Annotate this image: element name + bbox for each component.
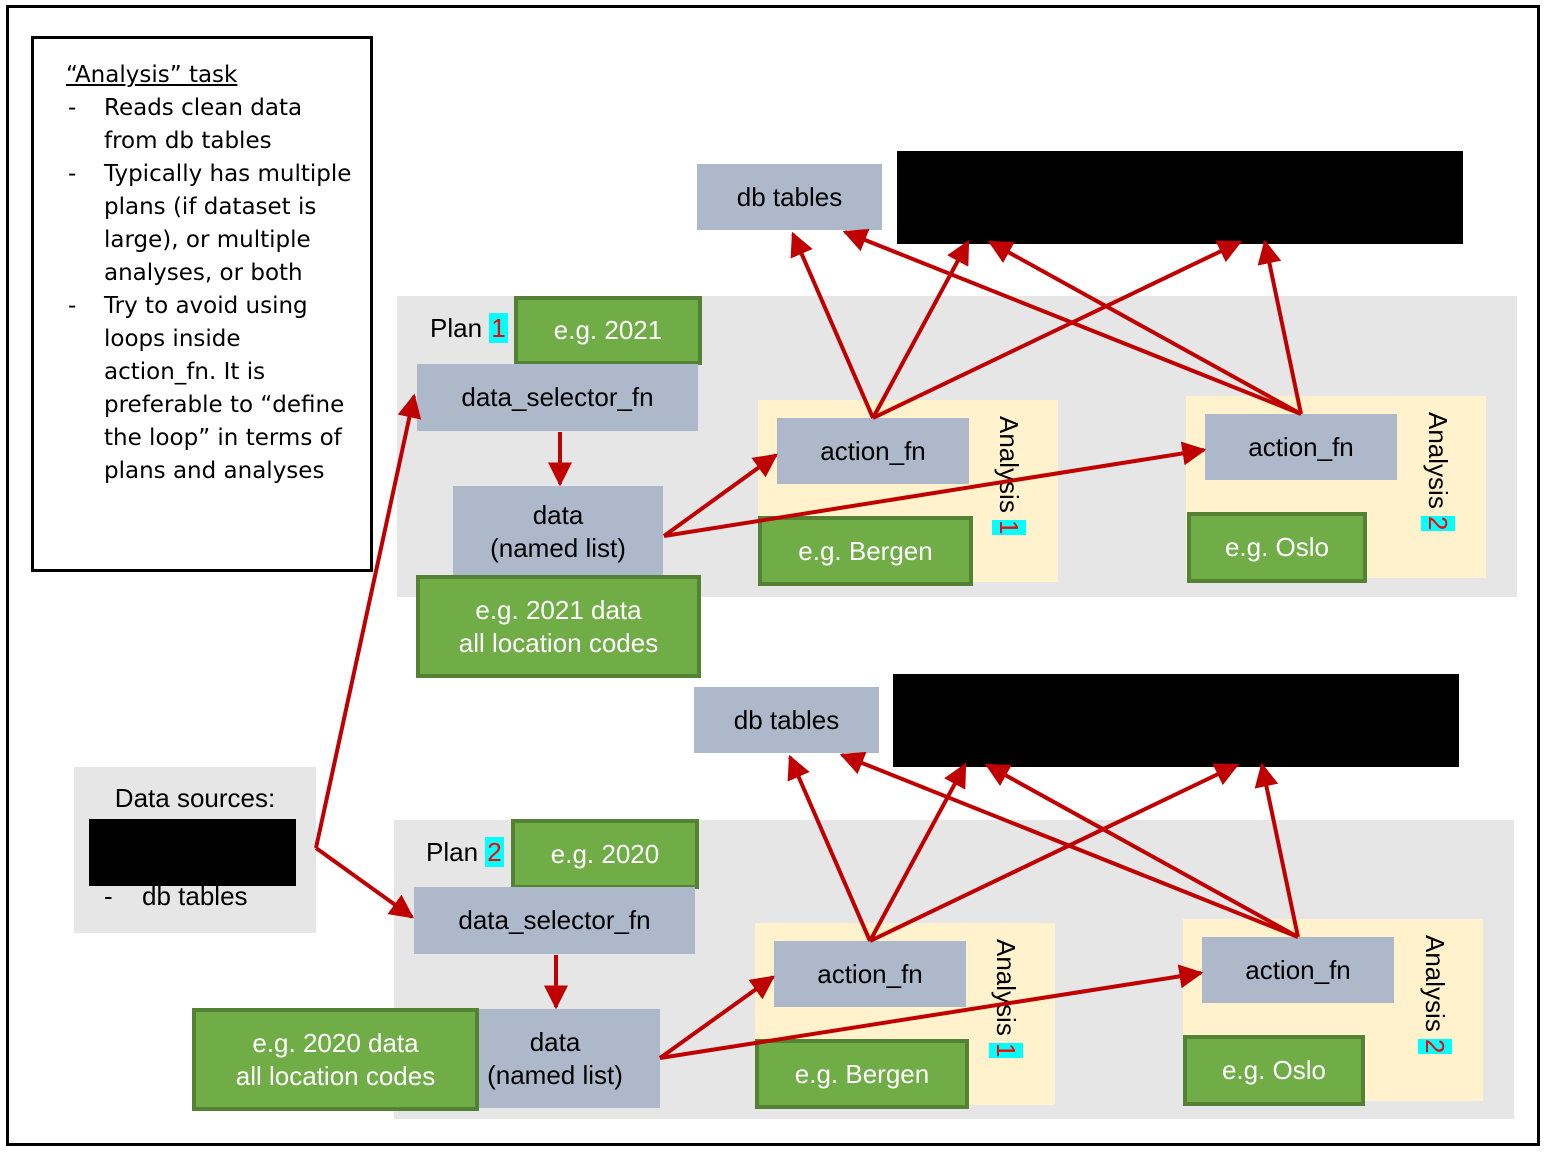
plan-2-analysis-1-label-text: Analysis [991, 939, 1021, 1036]
plan-1-analysis-2-action-fn: action_fn [1205, 414, 1397, 480]
plan-2-data-example-line2: all location codes [235, 1060, 436, 1091]
arrow-plan-2-action-1-to-black-left [868, 762, 967, 942]
data-sources-dash: - [104, 881, 113, 911]
arrow-plan-1-data-to-action-2 [663, 441, 1207, 538]
plan-2-analysis-1-action-fn: action_fn [774, 941, 966, 1007]
plan-1-label: Plan 1 [430, 313, 508, 344]
arrow-plan-1-action-2-to-db [842, 228, 1302, 416]
plan-2-analysis-1-label: Analysis 1 [989, 939, 1023, 1058]
plan-2-data-line2: (named list) [487, 1059, 623, 1090]
arrow-plan-2-data-to-action-1 [658, 975, 775, 1060]
plan-1-example: e.g. 2021 [514, 296, 702, 365]
arrow-plan-1-action-1-to-black-left [871, 239, 970, 419]
plan-1-analysis-1-number: 1 [992, 520, 1026, 535]
plan-1-data-example: e.g. 2021 data all location codes [416, 575, 701, 678]
analysis-task-note: “Analysis” task Reads clean data from db… [31, 36, 373, 572]
plan-2-data-named-list: data (named list) [450, 1009, 660, 1108]
plan-1-data-example-line2: all location codes [458, 627, 659, 658]
plan-2-data-selector-fn: data_selector_fn [414, 887, 695, 954]
plan-1-analysis-2-example: e.g. Oslo [1187, 512, 1367, 583]
arrow-plan-2-action-1-to-db [787, 754, 872, 942]
plan-1-analysis-1-label: Analysis 1 [992, 416, 1026, 535]
note-bullet: Typically has multiple plans (if dataset… [66, 158, 358, 290]
plan-1-data-example-line1: e.g. 2021 data [475, 594, 642, 625]
plan-1-analysis-2-number: 2 [1421, 516, 1455, 531]
plan-2-analysis-2-label: Analysis 2 [1418, 935, 1452, 1054]
data-sources-item-label: db tables [142, 881, 248, 911]
arrow-plan-1-action-1-to-black-right [872, 240, 1243, 420]
plan-2-analysis-2-example: e.g. Oslo [1183, 1035, 1365, 1106]
redacted-block-plan-2 [893, 674, 1459, 767]
plan-2-analysis-2-number: 2 [1418, 1039, 1452, 1054]
plan-2-label-text: Plan [426, 837, 479, 867]
plan-1-data-named-list: data (named list) [453, 486, 663, 577]
arrow-plan-2-action-2-to-db [839, 751, 1299, 939]
plan-2-data-example-line1: e.g. 2020 data [252, 1027, 419, 1058]
note-bullet: Try to avoid using loops inside action_f… [66, 290, 358, 488]
plan-2-data-line1: data [529, 1026, 581, 1057]
plan-1-analysis-1-label-text: Analysis [994, 416, 1024, 513]
plan-1-label-text: Plan [430, 313, 483, 343]
arrow-plan-2-action-2-to-black-left [984, 763, 1299, 939]
arrow-plan-2-data-to-action-2 [659, 964, 1204, 1060]
data-sources-title: Data sources: [114, 783, 276, 813]
plan-2-example: e.g. 2020 [511, 819, 699, 889]
arrow-plan-1-data-to-action-1 [662, 453, 778, 538]
plan-2-db-tables: db tables [694, 687, 879, 753]
plan-1-analysis-1-action-fn: action_fn [777, 418, 969, 484]
plan-2-analysis-1-number: 1 [989, 1043, 1023, 1058]
note-title: “Analysis” task [66, 62, 238, 88]
plan-1-data-selector-fn: data_selector_fn [417, 364, 698, 431]
plan-2-analysis-2-label-text: Analysis [1420, 935, 1450, 1032]
plan-2-analysis-1-example: e.g. Bergen [755, 1039, 969, 1109]
diagram-frame [6, 5, 1540, 1146]
arrow-plan-1-action-2-to-black-right [1257, 239, 1303, 415]
arrow-sources-to-plan-2 [314, 846, 414, 919]
arrow-plan-2-action-1-to-black-right [869, 763, 1240, 943]
plan-1-number: 1 [489, 313, 508, 343]
plan-1-db-tables: db tables [697, 164, 882, 230]
data-sources-item: -db tables [104, 881, 248, 912]
arrow-sources-to-plan-1 [314, 393, 422, 849]
plan-2-label: Plan 2 [426, 837, 504, 868]
arrow-plan-1-action-1-to-db [790, 231, 875, 419]
plan-1-analysis-1-example: e.g. Bergen [758, 516, 973, 586]
plan-1-analysis-2-label-text: Analysis [1423, 412, 1453, 509]
redacted-block-sources [89, 819, 296, 886]
plan-2-analysis-2-action-fn: action_fn [1202, 937, 1394, 1003]
plan-1-data-line2: (named list) [490, 532, 626, 563]
arrow-plan-2-action-2-to-black-right [1254, 762, 1300, 938]
redacted-block-plan-1 [897, 151, 1463, 244]
plan-1-analysis-2-label: Analysis 2 [1421, 412, 1455, 531]
arrow-plan-1-action-2-to-black-left [987, 240, 1302, 416]
plan-2-data-example: e.g. 2020 data all location codes [192, 1008, 479, 1111]
note-bullet: Reads clean data from db tables [66, 92, 358, 158]
plan-2-number: 2 [485, 837, 504, 867]
plan-1-data-line1: data [532, 499, 584, 530]
note-bullet-list: Reads clean data from db tables Typicall… [66, 92, 358, 488]
